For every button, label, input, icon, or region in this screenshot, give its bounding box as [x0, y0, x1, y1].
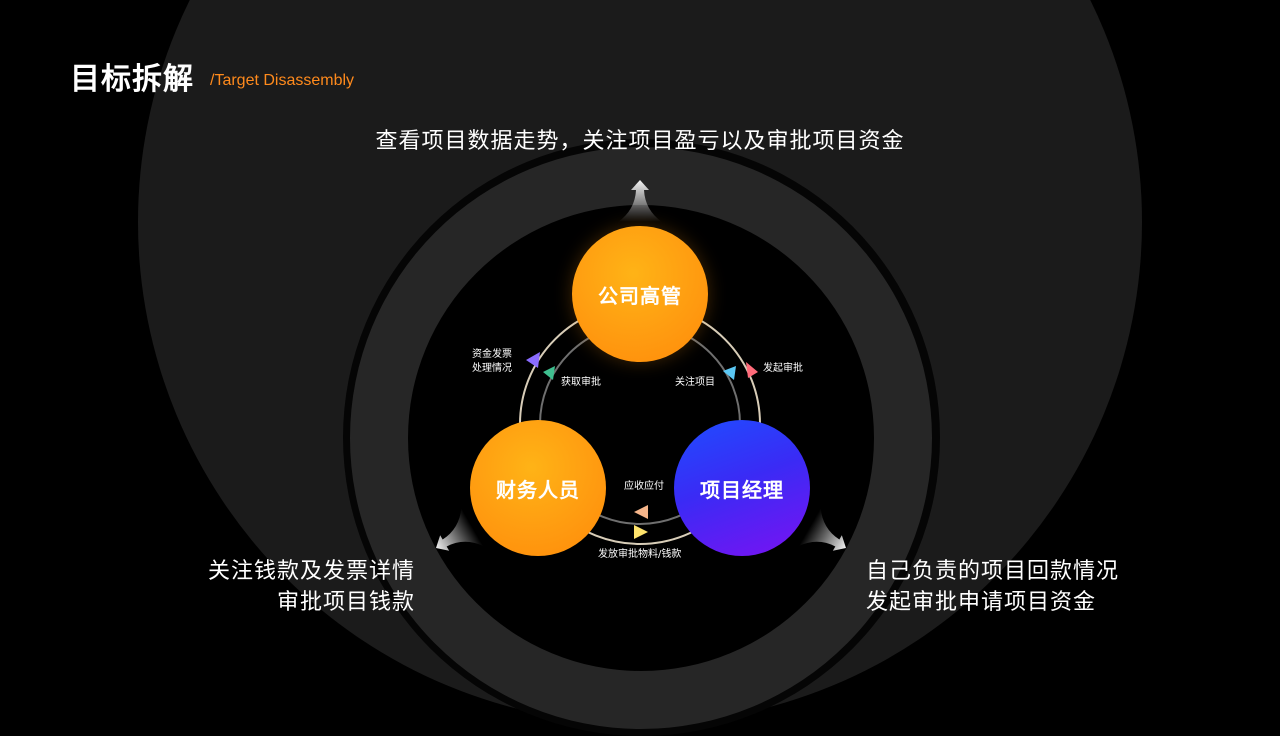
project-manager-node: 项目经理 — [674, 420, 810, 556]
flow-label-initiate-approval: 发起审批 — [763, 363, 803, 374]
flow-label-line: 资金发票 — [472, 349, 512, 360]
exhaust-arrow-icon — [436, 507, 484, 551]
page-title: 目标拆解 — [70, 62, 194, 97]
triangle-arrow-icon — [634, 525, 648, 539]
exhaust-arrow-icon — [618, 180, 662, 222]
finance-node: 财务人员 — [470, 420, 606, 556]
triangle-arrow-icon — [746, 362, 758, 378]
page-subtitle: /Target Disassembly — [210, 72, 355, 89]
triangle-arrow-icon — [723, 366, 736, 380]
pm-goal-line-1: 自己负责的项目回款情况 — [866, 559, 1120, 584]
pm-goal-caption: 自己负责的项目回款情况 发起审批申请项目资金 — [866, 556, 1119, 618]
pm-goal-line-2: 发起审批申请项目资金 — [866, 590, 1097, 615]
triangle-arrow-icon — [526, 352, 540, 368]
executive-goal-caption: 查看项目数据走势，关注项目盈亏以及审批项目资金 — [375, 129, 905, 154]
flow-label-receivables-payables: 应收应付 — [624, 481, 664, 492]
flow-label-funds-invoices: 资金发票 处理情况 — [472, 348, 512, 376]
flow-label-get-approval: 获取审批 — [561, 377, 601, 388]
finance-goal-caption: 关注钱款及发票详情 审批项目钱款 — [208, 556, 415, 618]
executive-node: 公司高管 — [572, 226, 708, 362]
exhaust-arrow-icon — [798, 507, 846, 551]
finance-goal-line-2: 审批项目钱款 — [276, 590, 415, 615]
flow-label-line: 处理情况 — [472, 363, 512, 374]
triangle-arrow-icon — [634, 505, 648, 519]
flow-label-disburse-materials: 发放审批物料/钱款 — [598, 549, 682, 560]
finance-goal-line-1: 关注钱款及发票详情 — [207, 559, 415, 584]
flow-label-follow-project: 关注项目 — [675, 377, 715, 388]
triangle-arrow-icon — [543, 366, 555, 380]
